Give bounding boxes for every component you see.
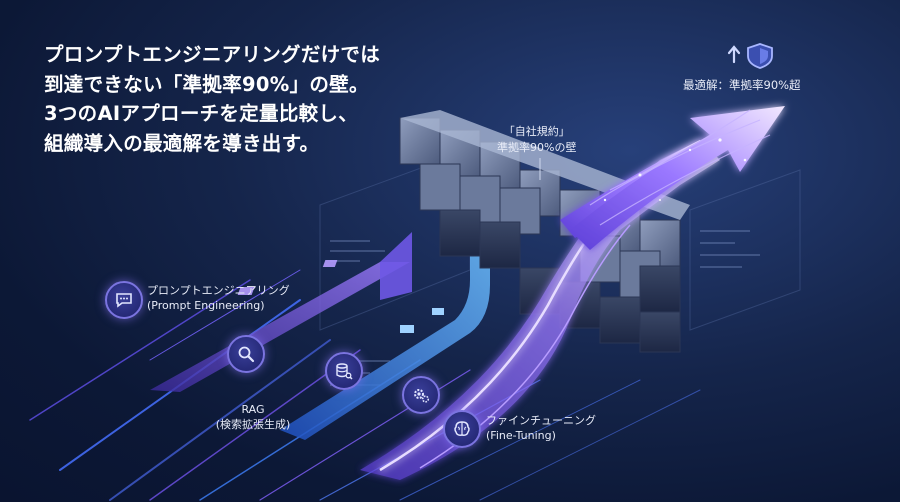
approach-title: プロンプトエンジニアリング [147,284,290,297]
headline: プロンプトエンジニアリングだけでは 到達できない「準拠率90%」の壁。 3つのA… [44,40,424,158]
shield-icon [747,43,773,69]
headline-line: 3つのAIアプローチを定量比較し、 [44,102,359,125]
approach-title: RAG [241,403,265,416]
wall-label: 「自社規約」 準拠率90%の壁 [497,124,576,156]
approach-subtitle: (Prompt Engineering) [147,299,265,312]
approach-title: ファインチューニング [486,414,596,427]
goal-label: 最適解：準拠率90%超 [683,78,801,92]
wall-label-line: 準拠率90%の壁 [497,141,577,154]
brain-icon [443,410,481,448]
arrow-up-icon [727,45,741,64]
approach-subtitle: (検索拡張生成) [215,418,291,431]
headline-line: 到達できない「準拠率90%」の壁。 [44,72,369,96]
goal-icons [726,40,786,70]
chat-bubble-icon [105,281,143,319]
magnifier-icon [227,335,265,373]
wall-label-line: 「自社規約」 [503,125,570,138]
approach-label-prompt: プロンプトエンジニアリング (Prompt Engineering) [147,283,290,313]
database-search-icon [325,352,363,390]
approach-label-rag: RAG (検索拡張生成) [214,402,292,432]
gears-icon [402,376,440,414]
approach-label-fine-tuning: ファインチューニング (Fine-Tuning) [486,413,596,443]
approach-subtitle: (Fine-Tuning) [486,429,556,442]
headline-line: プロンプトエンジニアリングだけでは [44,43,381,66]
headline-line: 組織導入の最適解を導き出す。 [44,131,320,155]
